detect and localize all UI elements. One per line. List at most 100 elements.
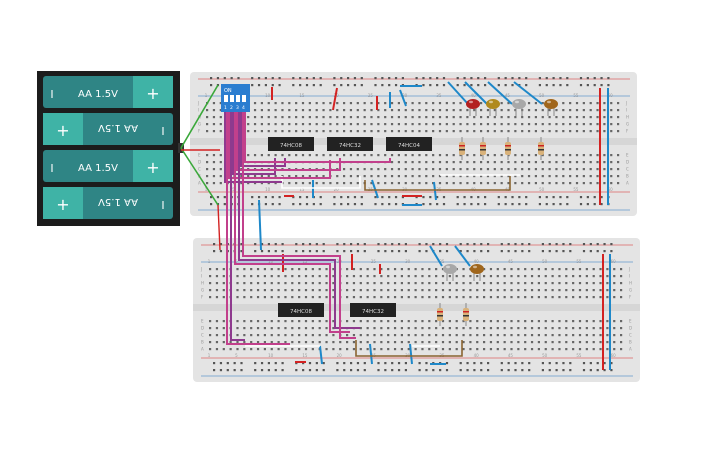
row-letter: B: [626, 174, 629, 179]
jumper-wires-bottom[interactable]: [245, 245, 611, 370]
led[interactable]: [470, 264, 484, 281]
resistors-bottom[interactable]: [437, 303, 469, 326]
breadboard-hole: [414, 282, 417, 285]
breadboard-hole: [332, 282, 335, 285]
breadboard-hole: [384, 250, 387, 253]
led[interactable]: [443, 264, 457, 281]
breadboard-hole: [487, 250, 490, 253]
breadboard-hole: [575, 123, 579, 126]
breadboard-hole: [284, 334, 287, 337]
breadboard-hole: [432, 161, 435, 164]
chip-74hc04-top[interactable]: 74HC04: [386, 137, 432, 151]
breadboard-hole: [559, 203, 562, 206]
wire-green[interactable]: [180, 84, 219, 149]
jumper-wires-top[interactable]: [258, 81, 609, 251]
dip-switch-toggle-1[interactable]: [224, 95, 228, 102]
breadboard-hole: [575, 116, 579, 119]
breadboard-hole: [572, 327, 575, 330]
breadboard-hole: [352, 282, 356, 285]
breadboard-hole: [592, 320, 595, 323]
breadboard-hole: [592, 334, 595, 337]
breadboard-hole: [541, 175, 544, 178]
breadboard-hole: [407, 334, 410, 337]
breadboard-hole: [308, 130, 311, 133]
breadboard-hole: [260, 362, 264, 365]
column-number: 1: [208, 259, 211, 264]
breadboard-hole: [476, 320, 479, 323]
breadboard-hole: [291, 296, 294, 299]
breadboard-hole: [284, 341, 287, 344]
led[interactable]: [544, 99, 558, 116]
led[interactable]: [466, 99, 480, 116]
breadboard-hole: [480, 175, 483, 178]
breadboard-hole: [411, 116, 414, 119]
breadboard-hole: [497, 196, 500, 199]
breadboard-hole: [301, 130, 305, 133]
wire-green[interactable]: [180, 147, 219, 206]
row-letter: H: [626, 115, 629, 120]
breadboard-hole: [493, 168, 496, 171]
breadboard-hole: [585, 341, 588, 344]
breadboard-hole: [373, 268, 376, 271]
breadboard-hole: [223, 196, 226, 199]
breadboard-hole: [510, 320, 513, 323]
breadboard-hole: [260, 123, 263, 126]
breadboard-hole: [288, 123, 291, 126]
breadboard-hole: [219, 243, 223, 246]
breadboard-hole: [562, 123, 565, 126]
breadboard-hole: [240, 362, 243, 365]
breadboard-hole: [339, 348, 342, 351]
breadboard-hole: [620, 289, 623, 292]
breadboard-hole: [418, 154, 421, 157]
breadboard-hole: [545, 196, 548, 199]
dip-switch-toggle-2[interactable]: [230, 95, 234, 102]
breadboard-hole: [274, 250, 277, 253]
battery-wires[interactable]: [180, 84, 221, 251]
breadboard-hole: [555, 161, 558, 164]
breadboard-hole: [617, 123, 620, 126]
breadboard-hole: [425, 175, 428, 178]
dip-switch-toggle-3[interactable]: [236, 95, 240, 102]
breadboard-hole: [435, 268, 438, 271]
breadboard-hole: [222, 348, 225, 351]
breadboard-hole: [305, 203, 309, 206]
breadboard-hole: [441, 348, 445, 351]
breadboard-hole: [315, 175, 318, 178]
leds-top[interactable]: [466, 99, 558, 116]
breadboard-hole: [343, 369, 346, 372]
breadboard-hole: [530, 282, 534, 285]
chip-74hc32-top[interactable]: 74HC32: [327, 137, 373, 151]
breadboard-hole: [274, 154, 277, 157]
led[interactable]: [512, 99, 526, 116]
breadboard-hole: [441, 296, 445, 299]
breadboard-hole: [411, 168, 414, 171]
resistors-top[interactable]: [459, 137, 544, 160]
dip-switch-wires[interactable]: [224, 112, 391, 345]
breadboard-hole: [387, 348, 390, 351]
dip-switch[interactable]: ON 1 2 3 4: [221, 84, 250, 112]
breadboard-hole: [517, 327, 520, 330]
breadboard-hole: [470, 84, 473, 87]
breadboard-hole: [613, 341, 616, 344]
breadboard-hole: [620, 268, 623, 271]
wire-red[interactable]: [217, 204, 221, 251]
breadboard-hole: [441, 289, 445, 292]
battery-pack[interactable]: AA 1.5V I + AA 1.5V + I AA 1.5V I +: [37, 71, 184, 226]
breadboard-hole: [308, 109, 311, 112]
breadboard-hole: [462, 327, 465, 330]
leds-bottom[interactable]: [443, 264, 484, 281]
breadboard-hole: [352, 268, 356, 271]
chip-74hc08-top[interactable]: 74HC08: [268, 137, 314, 151]
breadboard-hole: [541, 168, 544, 171]
chip-74hc32-bottom[interactable]: 74HC32: [350, 303, 396, 317]
breadboard-hole: [462, 341, 465, 344]
dip-switch-toggle-4[interactable]: [242, 95, 246, 102]
breadboard-hole: [507, 102, 510, 105]
breadboard-hole: [325, 296, 328, 299]
led[interactable]: [486, 99, 500, 116]
breadboard-hole: [428, 282, 431, 285]
breadboard-hole: [613, 320, 616, 323]
breadboard-hole: [514, 168, 517, 171]
chip-74hc08-bottom[interactable]: 74HC08: [278, 303, 324, 317]
